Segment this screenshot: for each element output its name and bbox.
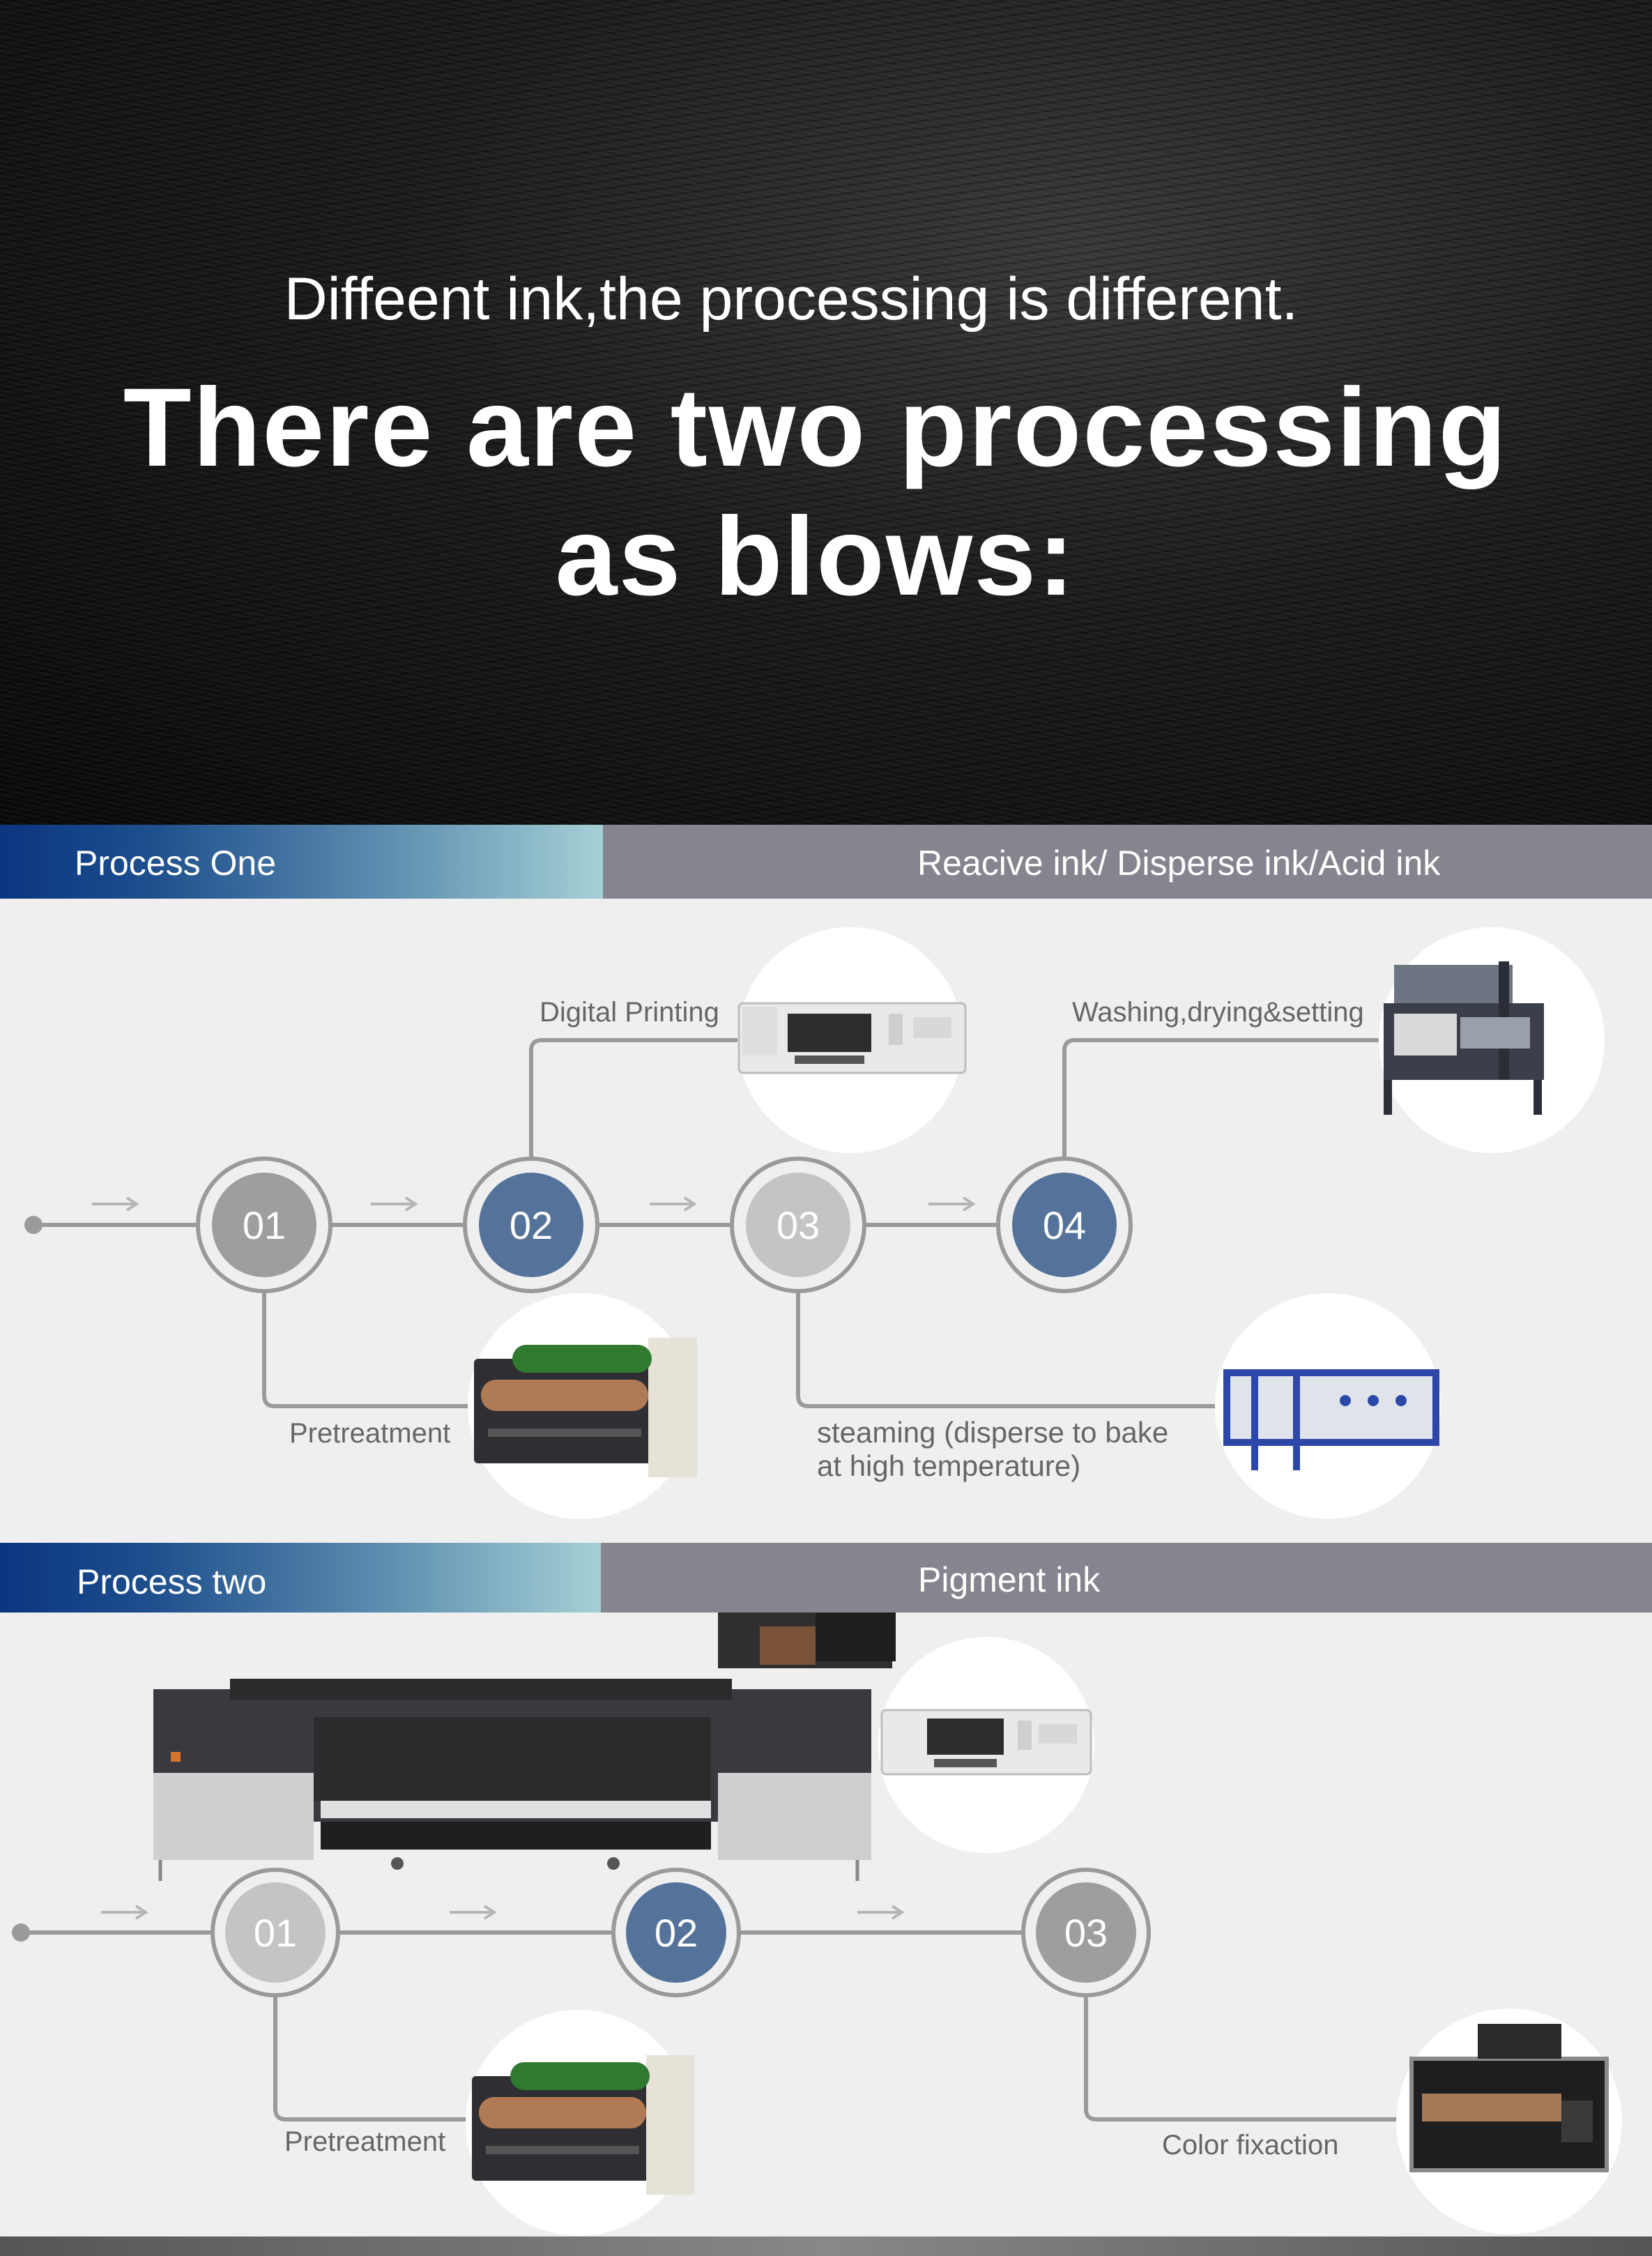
step-num-02: 02 xyxy=(655,1911,698,1955)
steamer-image xyxy=(1215,1293,1441,1519)
pretreatment-machine-image xyxy=(466,2010,695,2236)
hero-title-line-2: as blows: xyxy=(555,494,1076,618)
caption-pretreatment: Pretreatment xyxy=(289,1418,451,1449)
hero-title-line-1: There are two processing xyxy=(123,365,1508,489)
step-node-01 xyxy=(211,1868,340,1997)
bottom-strip xyxy=(0,2236,1652,2256)
step-num-01: 01 xyxy=(243,1203,286,1247)
step-num-04: 04 xyxy=(1043,1203,1086,1247)
process-one-ink: Reacive ink/ Disperse ink/Acid ink xyxy=(917,844,1441,883)
process-one-flow: 01 02 03 04 xyxy=(24,927,1605,1519)
process-one-header: Process One Reacive ink/ Disperse ink/Ac… xyxy=(0,825,1652,899)
fixation-machine-image xyxy=(1396,2009,1622,2234)
step-num-02: 02 xyxy=(510,1203,553,1247)
step-num-01: 01 xyxy=(254,1911,297,1955)
caption-steaming-line-1: steaming (disperse to bake xyxy=(817,1416,1169,1449)
printer-image xyxy=(878,1637,1094,1853)
process-two-label: Process two xyxy=(77,1562,267,1601)
hero-banner: Diffeent ink,the processing is different… xyxy=(0,0,1652,825)
caption-pretreatment: Pretreatment xyxy=(284,2126,446,2157)
process-one-diagram: 01 02 03 04 Digital Printing Washing,dry… xyxy=(0,899,1652,1543)
large-printer-image xyxy=(153,1613,896,1881)
step-node-03 xyxy=(730,1157,866,1293)
caption-steaming-line-2: at high temperature) xyxy=(817,1449,1081,1482)
caption-steaming: steaming (disperse to bake at high tempe… xyxy=(817,1416,1168,1483)
process-two-header: Process two Pigment ink xyxy=(0,1543,1652,1613)
step-node-03 xyxy=(1021,1868,1151,1997)
step-node-04 xyxy=(996,1157,1133,1293)
flow-arrows xyxy=(92,1196,976,1212)
digital-printer-image xyxy=(737,927,967,1153)
step-node-02 xyxy=(463,1157,599,1293)
step-num-03: 03 xyxy=(777,1203,820,1247)
step-node-01 xyxy=(196,1157,332,1293)
hero-subtitle: Diffeent ink,the processing is different… xyxy=(284,266,1299,333)
pretreatment-machine-image xyxy=(468,1293,697,1519)
hero-title: There are two processing as blows: xyxy=(0,363,1631,620)
process-one-label: Process One xyxy=(75,844,277,883)
process-two-diagram: 01 02 03 Pretreatment Color fixaction xyxy=(0,1613,1652,2236)
washing-machine-image xyxy=(1379,927,1605,1153)
caption-washing: Washing,drying&setting xyxy=(1072,997,1364,1028)
flow-arrows xyxy=(101,1905,905,1920)
process-two-ink: Pigment ink xyxy=(918,1560,1101,1599)
process-two-flow: 01 02 03 xyxy=(12,1613,1622,2236)
caption-digital-printing: Digital Printing xyxy=(540,997,719,1028)
step-node-02 xyxy=(611,1868,741,1997)
step-num-03: 03 xyxy=(1064,1911,1108,1955)
caption-color-fixation: Color fixaction xyxy=(1162,2130,1339,2160)
